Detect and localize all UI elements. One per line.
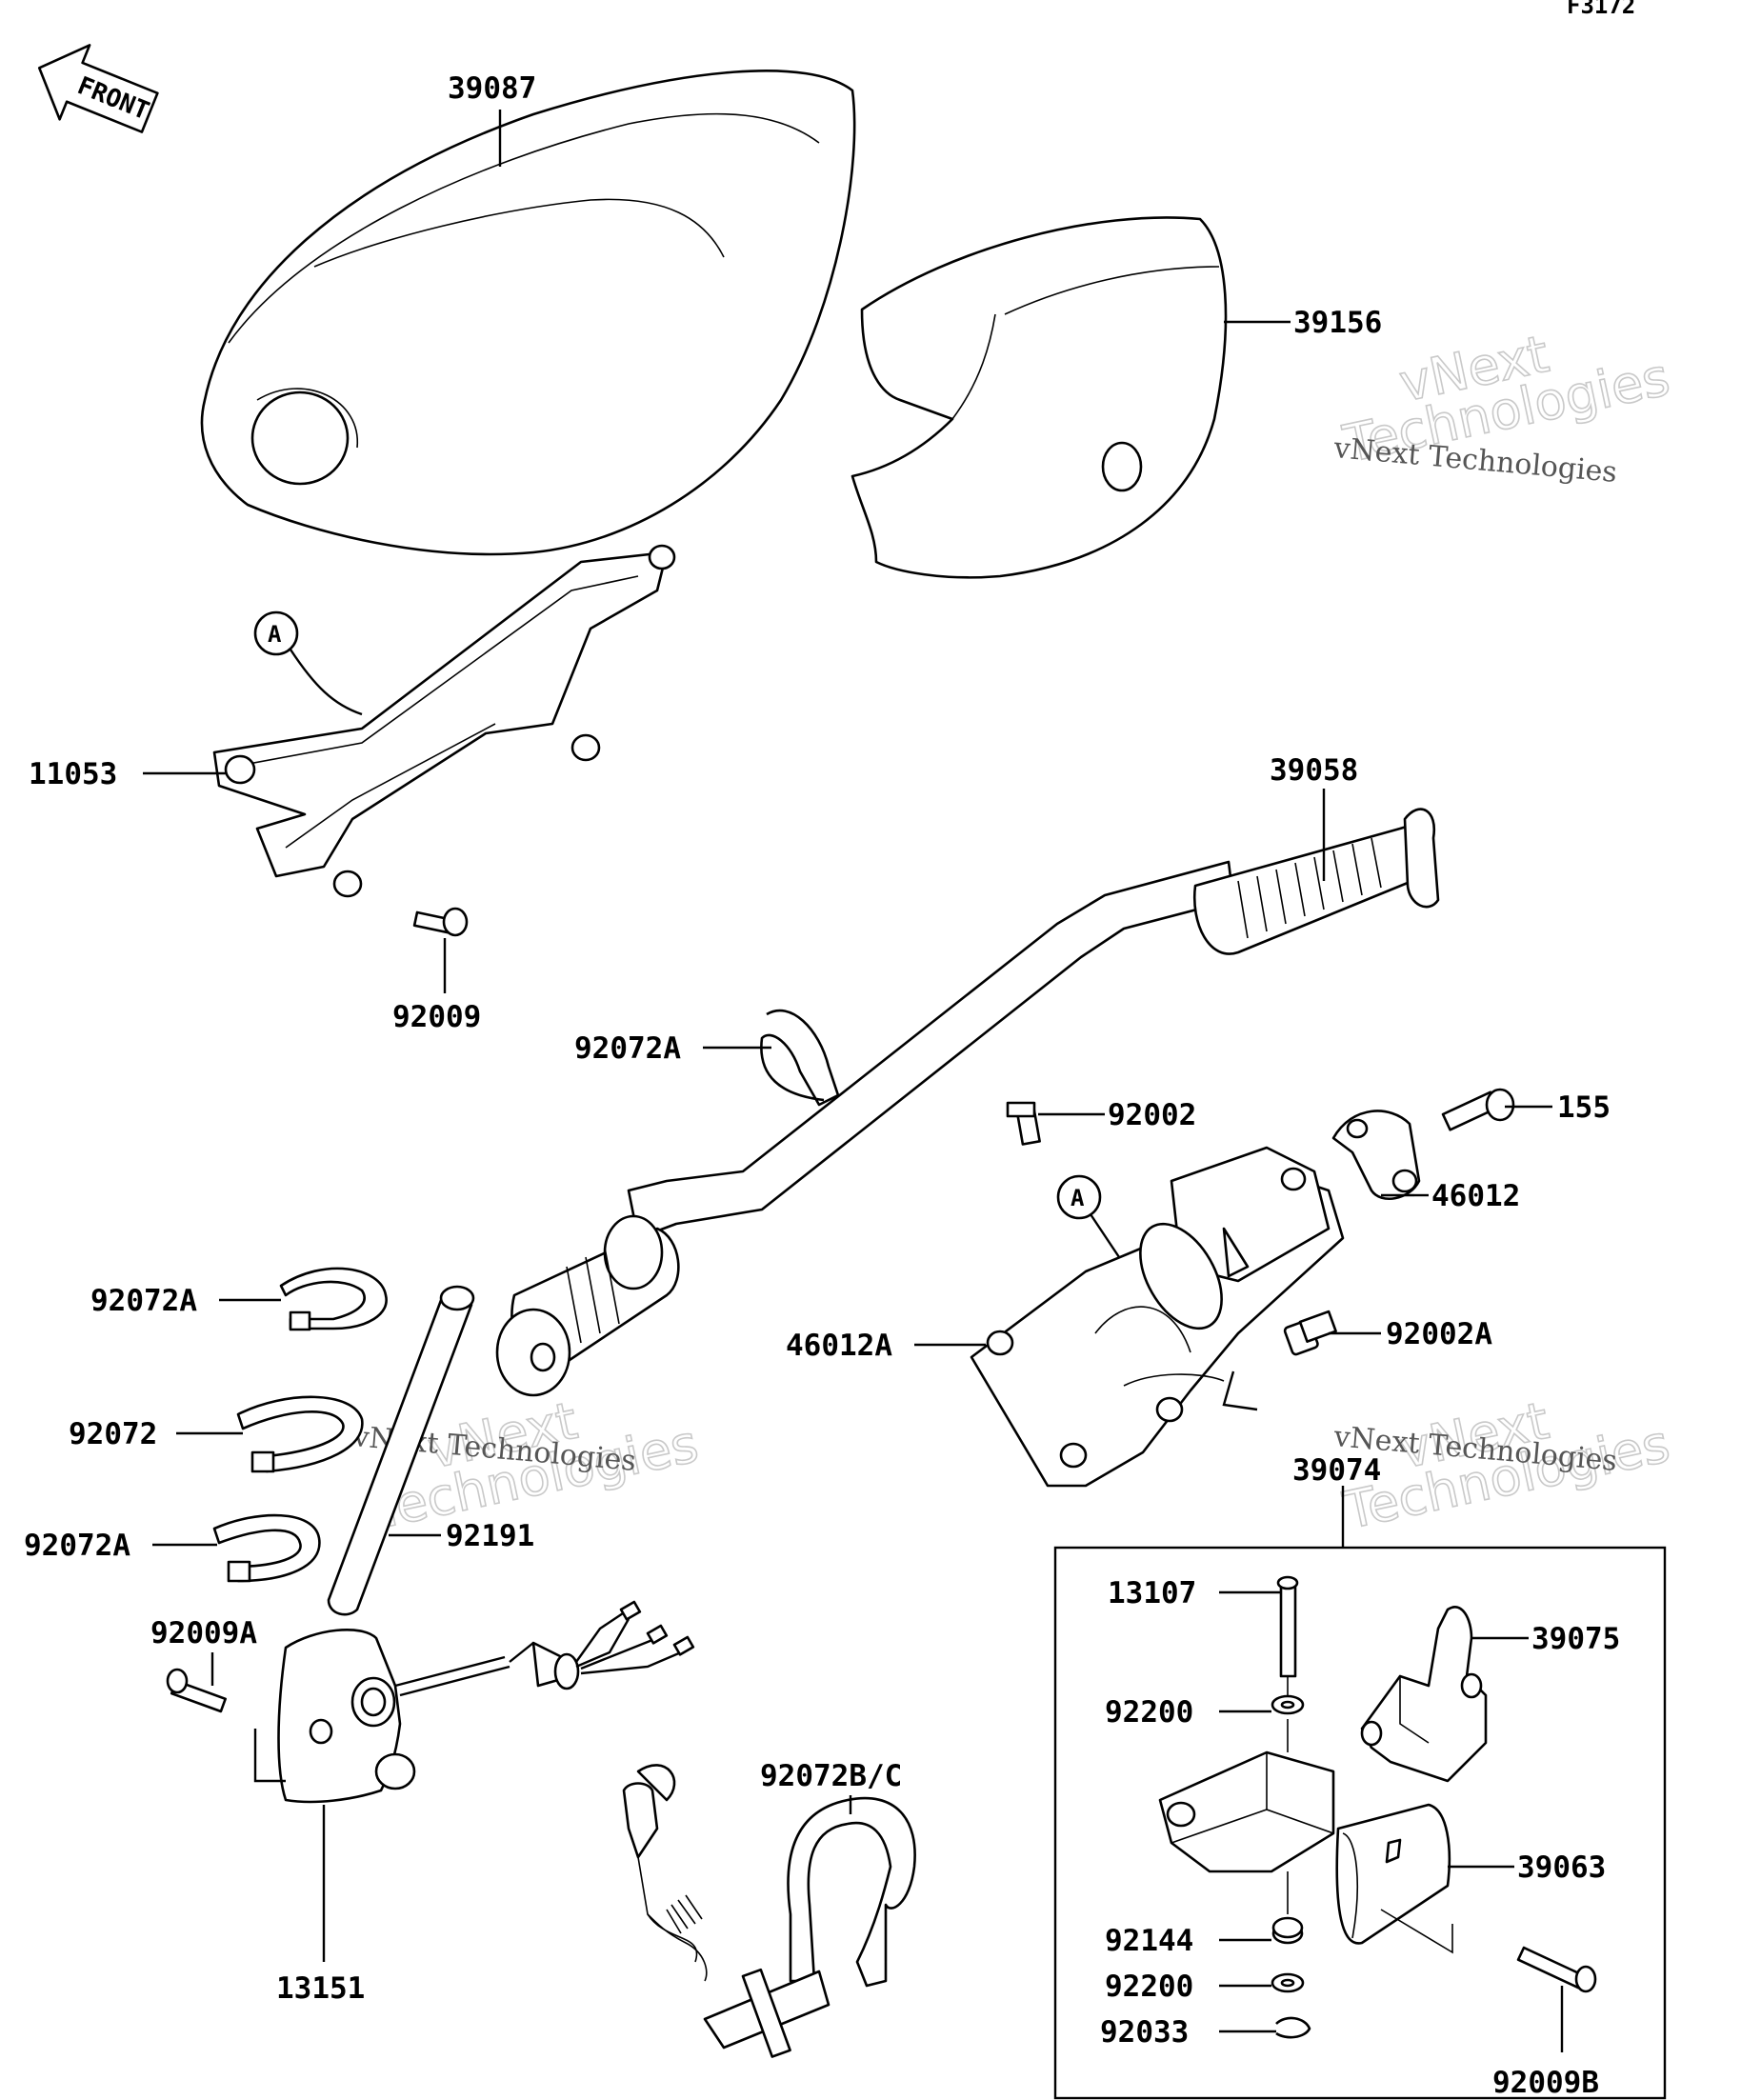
- handlebar-part: [495, 808, 1440, 1397]
- part-label: 92009A: [150, 1616, 257, 1650]
- tube-part: [327, 1285, 475, 1616]
- switch-part: [277, 1600, 695, 1804]
- steering-holder-part: [970, 1146, 1345, 1488]
- callout-marker: A: [1056, 1174, 1120, 1258]
- part-label: 92072A: [24, 1529, 130, 1563]
- part-label: 92191: [446, 1519, 534, 1553]
- callout-letter: A: [1071, 1185, 1085, 1211]
- strap-part: [236, 1395, 364, 1473]
- screw-part: [1516, 1946, 1597, 1993]
- washer-part: [1271, 1694, 1305, 1715]
- part-label: 92002: [1108, 1098, 1196, 1132]
- front-arrow-icon: FRONT: [37, 44, 159, 133]
- part-label: 13107: [1108, 1576, 1196, 1610]
- part-label: 92009: [392, 1000, 481, 1034]
- part-label: 155: [1557, 1090, 1611, 1125]
- circlip-part: [1275, 2016, 1311, 2039]
- part-labels: 39087 39156 11053 92009 39058 92072A 920…: [24, 71, 1620, 2100]
- spring-part: [1271, 1916, 1304, 1945]
- washer-part: [1271, 1972, 1305, 1993]
- leader-lines: [143, 110, 1564, 2052]
- part-label: 92072: [69, 1417, 157, 1451]
- part-label: 11053: [29, 757, 117, 791]
- bolt-part: [412, 907, 469, 937]
- cap-part: [1335, 1803, 1453, 1954]
- part-label: 39058: [1270, 753, 1358, 788]
- part-label: 92072B/C: [760, 1759, 902, 1793]
- part-label: 39063: [1517, 1850, 1606, 1885]
- leader-line: [253, 1729, 286, 1783]
- lanyard-clamp-part: [622, 1764, 916, 2058]
- clamp-part: [1331, 1110, 1421, 1200]
- steering-cover-part: [200, 70, 856, 556]
- part-label: 39074: [1292, 1453, 1381, 1488]
- part-label: 92072A: [90, 1284, 197, 1318]
- part-label: 13151: [276, 1971, 365, 2006]
- part-label: 92072A: [574, 1031, 681, 1066]
- bolt-part: [166, 1668, 227, 1713]
- part-label: 92002A: [1386, 1317, 1492, 1351]
- pin-part: [1276, 1575, 1299, 1678]
- part-label: 92009B: [1492, 2066, 1599, 2100]
- cover-part: [850, 216, 1228, 579]
- bracket-part: [212, 544, 676, 898]
- strap-part: [212, 1513, 321, 1583]
- part-label: 39075: [1531, 1622, 1620, 1656]
- figure-code: F3172: [1567, 0, 1635, 19]
- bolt-part: [1441, 1088, 1515, 1131]
- callout-letter: A: [268, 621, 282, 648]
- lever-part: [1360, 1606, 1488, 1783]
- housing-part: [1158, 1719, 1335, 1914]
- part-label: 92033: [1100, 2015, 1189, 2050]
- callout-marker: A: [253, 610, 363, 716]
- part-label: 46012: [1431, 1179, 1520, 1213]
- part-label: 46012A: [786, 1329, 892, 1363]
- part-label: 39087: [448, 71, 536, 106]
- part-label: 39156: [1293, 306, 1382, 340]
- sub-assembly-box: [1053, 1546, 1667, 2100]
- strap-part: [760, 1009, 840, 1107]
- part-label: 92200: [1105, 1695, 1193, 1730]
- screw-part: [1006, 1101, 1041, 1146]
- strap-part: [279, 1267, 388, 1331]
- part-label: 92144: [1105, 1924, 1193, 1958]
- part-label: 92200: [1105, 1970, 1193, 2004]
- screw-part: [1283, 1310, 1337, 1356]
